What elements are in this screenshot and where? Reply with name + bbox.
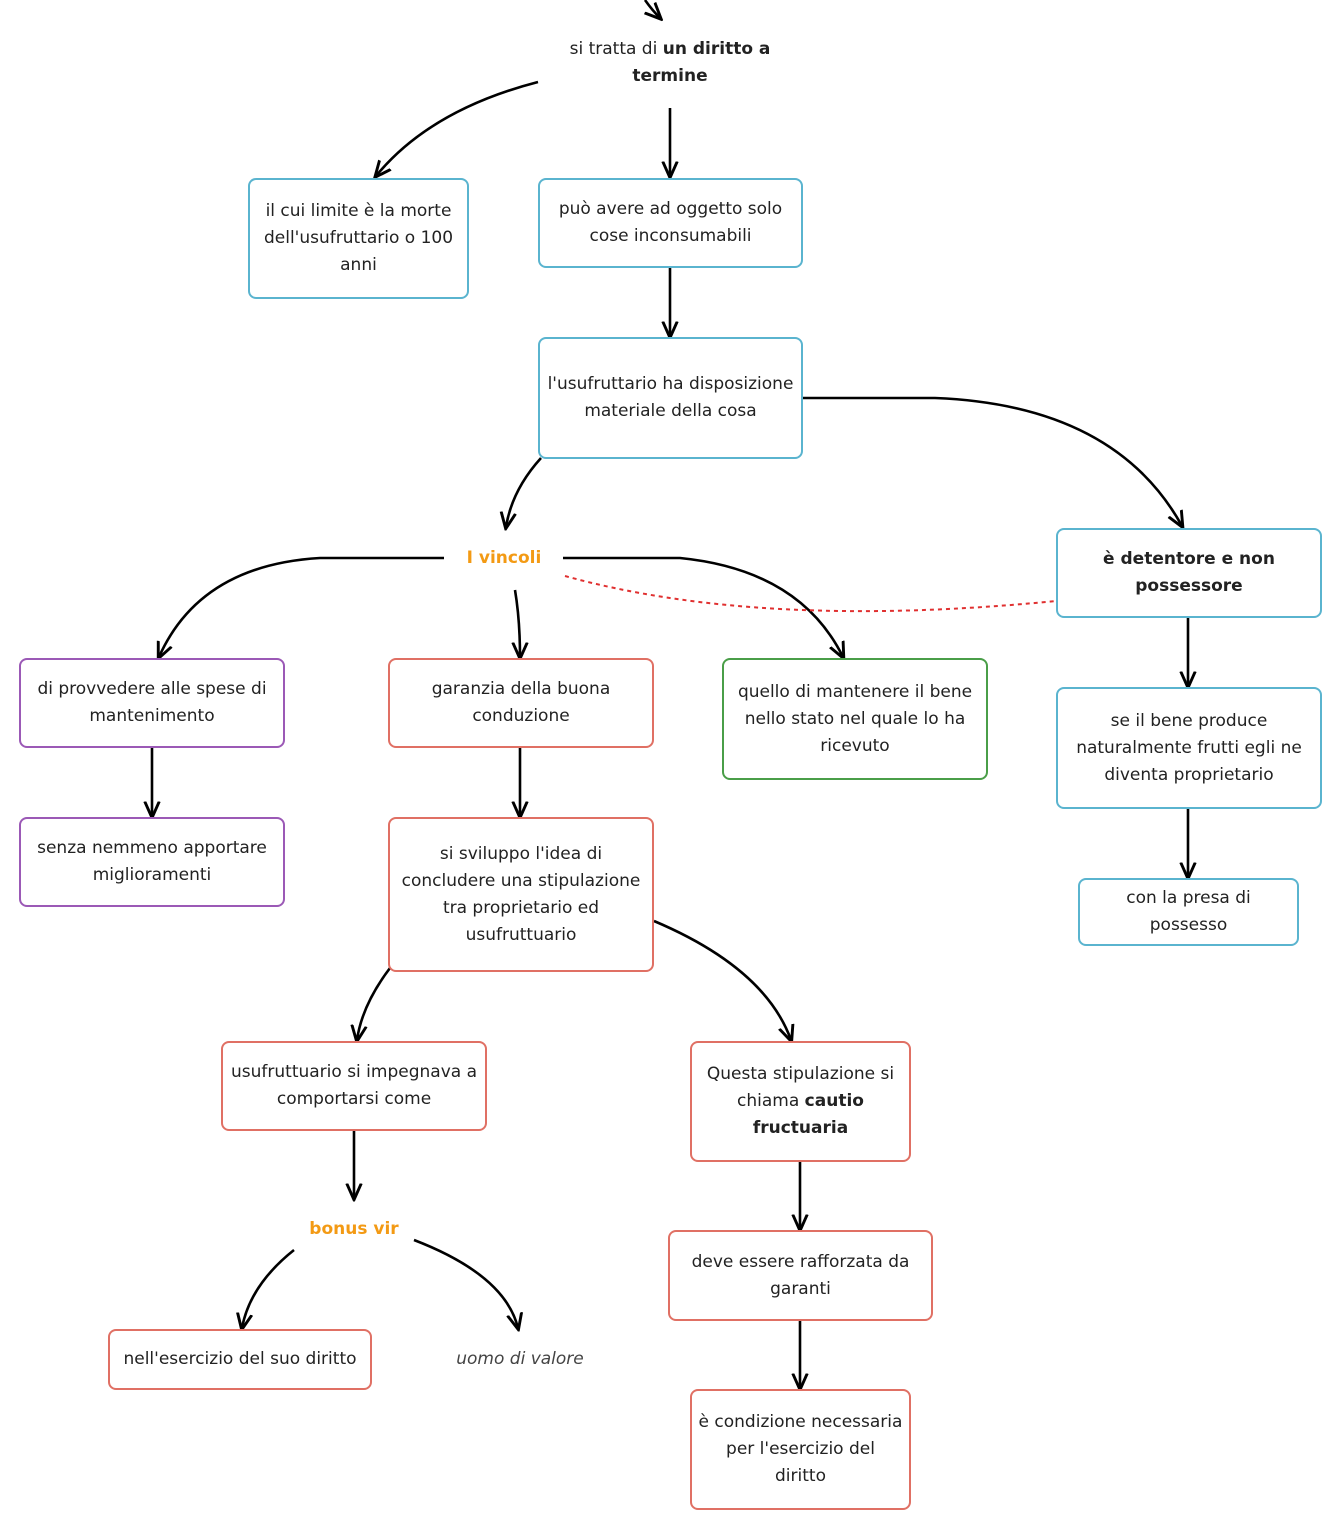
arrow-vincoli-garanzia: [515, 589, 520, 657]
node-oggetto-text: può avere ad oggetto solo cose inconsuma…: [558, 199, 783, 246]
node-stipulazione[interactable]: si sviluppo l'idea di concludere una sti…: [388, 817, 654, 972]
node-detentore-text: è detentore e non possessore: [1103, 549, 1275, 596]
node-uomo: uomo di valore: [440, 1345, 600, 1373]
node-impegnava[interactable]: usufruttuario si impegnava a comportarsi…: [221, 1041, 487, 1131]
arrow-root-limite: [376, 80, 539, 176]
node-vincoli-text: I vincoli: [466, 547, 542, 568]
node-frutti[interactable]: se il bene produce naturalmente frutti e…: [1056, 687, 1322, 809]
arrow-disposizione-vincoli: [506, 457, 542, 527]
node-spese-text: di provvedere alle spese di mantenimento: [37, 679, 267, 726]
node-limite-text: il cui limite è la morte dell'usufruttar…: [263, 201, 454, 275]
node-miglioramenti[interactable]: senza nemmeno apportare miglioramenti: [19, 817, 285, 907]
node-vincoli: I vincoli: [444, 544, 564, 572]
node-root: si tratta di un diritto a termine: [555, 34, 785, 92]
node-limite[interactable]: il cui limite è la morte dell'usufruttar…: [248, 178, 469, 299]
arrow-vincoli-mantenere: [563, 556, 843, 657]
node-cautio-text: Questa stipulazione si chiama: [706, 1064, 895, 1111]
node-bonus-text: bonus vir: [309, 1218, 399, 1239]
node-disposizione[interactable]: l'usufruttario ha disposizione materiale…: [538, 337, 803, 459]
arrow-top-entry: [643, 0, 660, 18]
arrow-stipulazione-cautio: [653, 919, 791, 1040]
node-spese[interactable]: di provvedere alle spese di mantenimento: [19, 658, 285, 748]
node-root-text: si tratta di: [569, 39, 663, 59]
node-oggetto[interactable]: può avere ad oggetto solo cose inconsuma…: [538, 178, 803, 268]
node-impegnava-text: usufruttuario si impegnava a comportarsi…: [231, 1062, 477, 1109]
node-cautio-bold-text: cautio fructuaria: [752, 1091, 864, 1138]
arrow-bonus-esercizio: [242, 1248, 295, 1328]
arrow-disposizione-detentore: [803, 396, 1182, 526]
node-root-bold-text: un diritto a termine: [632, 39, 771, 86]
node-presa-text: con la presa di possesso: [1126, 888, 1251, 935]
arrow-bonus-uomo: [413, 1238, 518, 1328]
node-condizione[interactable]: è condizione necessaria per l'esercizio …: [690, 1389, 911, 1510]
node-mantenere[interactable]: quello di mantenere il bene nello stato …: [722, 658, 988, 780]
node-esercizio[interactable]: nell'esercizio del suo diritto: [108, 1329, 372, 1390]
node-miglioramenti-text: senza nemmeno apportare miglioramenti: [37, 838, 267, 885]
node-mantenere-text: quello di mantenere il bene nello stato …: [737, 681, 973, 756]
node-garanti-text: deve essere rafforzata da garanti: [691, 1251, 910, 1299]
node-condizione-text: è condizione necessaria per l'esercizio …: [698, 1412, 903, 1486]
node-garanzia[interactable]: garanzia della buona conduzione: [388, 658, 654, 748]
node-stipulazione-text: si sviluppo l'idea di concludere una sti…: [401, 843, 641, 945]
arrow-stipulazione-impegnava: [357, 967, 392, 1040]
node-presa[interactable]: con la presa di possesso: [1078, 878, 1299, 946]
node-bonus: bonus vir: [290, 1215, 418, 1243]
node-uomo-text: uomo di valore: [456, 1348, 584, 1369]
node-cautio[interactable]: Questa stipulazione si chiama cautio fru…: [690, 1041, 911, 1162]
node-detentore[interactable]: è detentore e non possessore: [1056, 528, 1322, 618]
node-disposizione-text: l'usufruttario ha disposizione materiale…: [547, 374, 794, 421]
node-frutti-text: se il bene produce naturalmente frutti e…: [1076, 710, 1302, 785]
arrow-vincoli-spese: [159, 556, 444, 657]
dashed-link-vincoli-detentore: [564, 575, 1057, 613]
node-garanzia-text: garanzia della buona conduzione: [431, 679, 611, 726]
node-esercizio-text: nell'esercizio del suo diritto: [123, 1349, 357, 1369]
node-garanti[interactable]: deve essere rafforzata da garanti: [668, 1230, 933, 1321]
